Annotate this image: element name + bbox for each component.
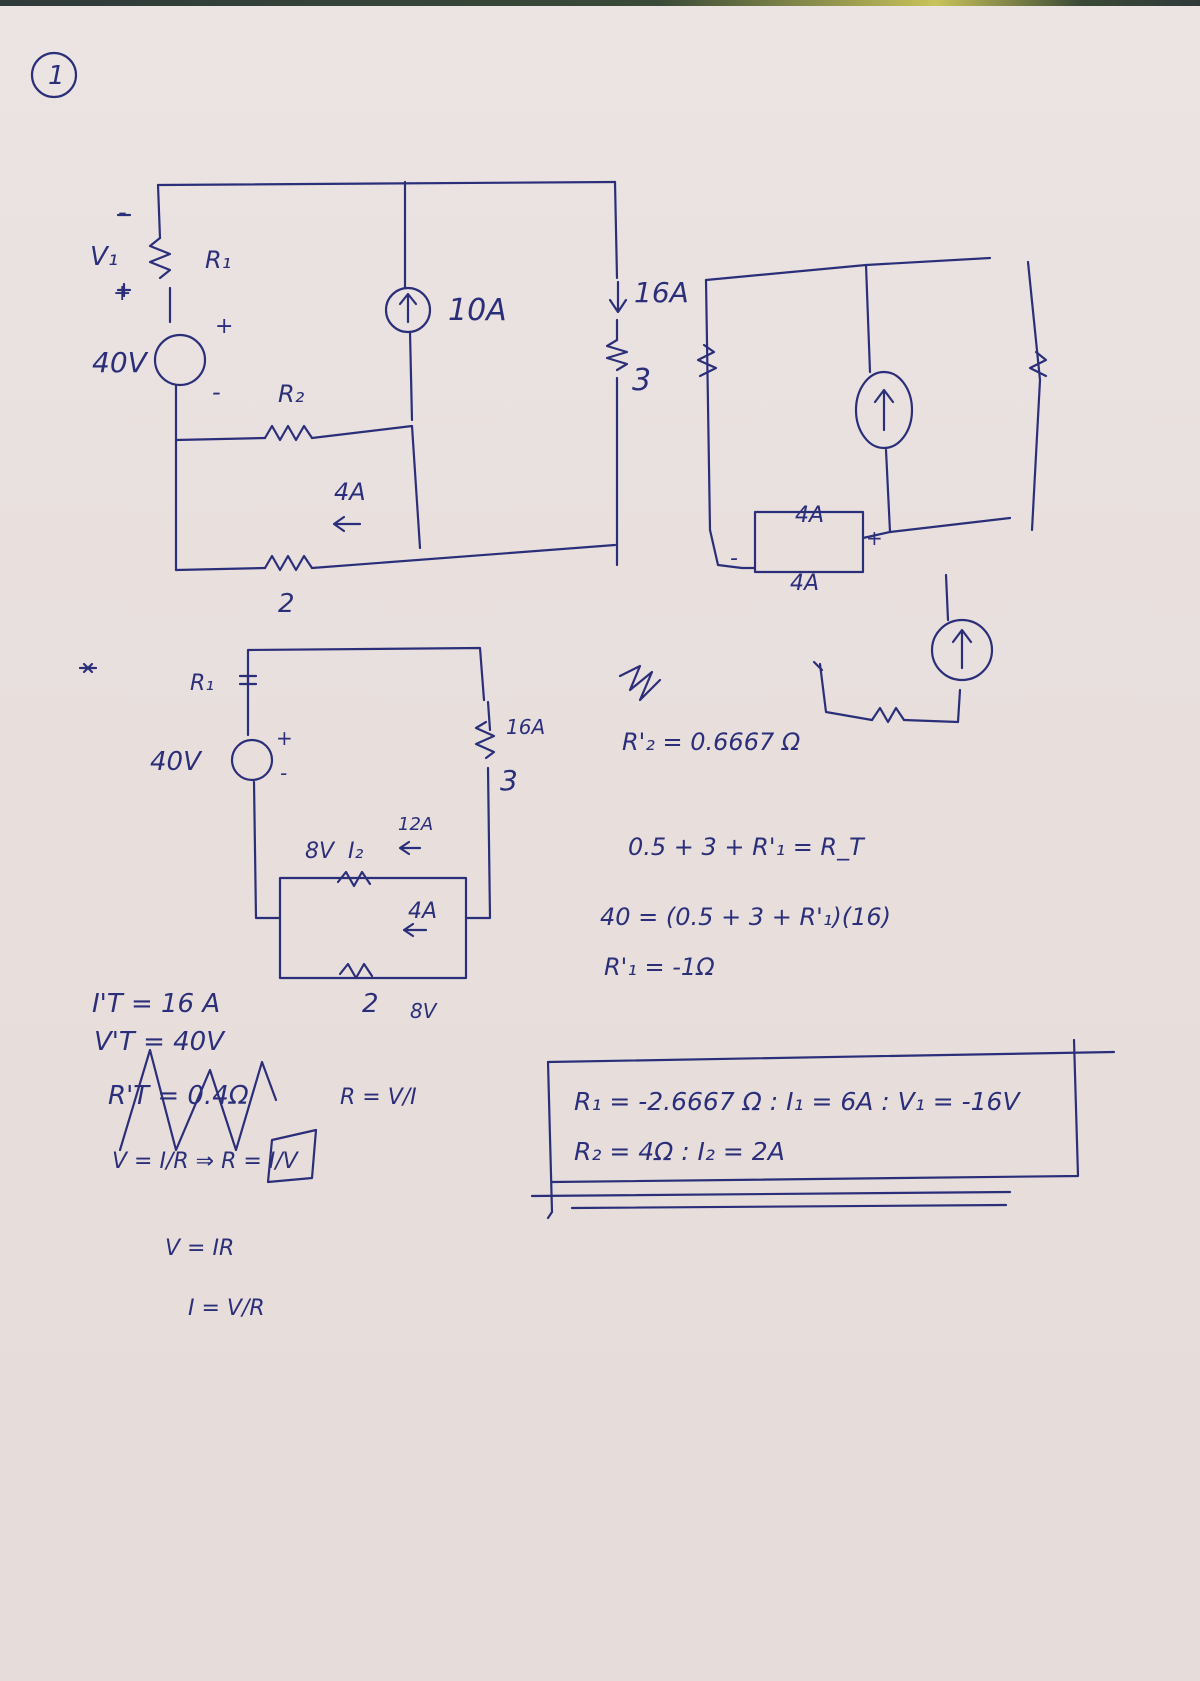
answer-line-2: R₂ = 4Ω : I₂ = 2A (574, 1137, 785, 1166)
minus-sign-top: - (118, 198, 127, 226)
calc-left-line-1: I'T = 16 A (92, 989, 220, 1019)
calc-left-line-5: R = V/I (340, 1085, 417, 1110)
source-40v-label: 40V (92, 346, 149, 379)
source-minus-sign: - (212, 378, 221, 406)
plus-sign-lower: + (113, 281, 131, 306)
calc-left-line-7: I = V/R (188, 1296, 265, 1321)
right-current-source-symbol (854, 370, 914, 450)
r1-resistor-symbol (148, 236, 172, 280)
calc-left-line-2: V'T = 40V (94, 1027, 226, 1057)
res-2-resistor-symbol (263, 554, 314, 572)
page-number-text: 1 (48, 61, 65, 91)
right-minus-sign: - (730, 546, 738, 571)
middle-minus-sign: - (280, 761, 287, 785)
voltage-source-symbol (153, 333, 207, 387)
v1-label: V₁ (90, 242, 118, 272)
scribble-cross-out (118, 1048, 278, 1152)
right-plus-sign: + (866, 526, 883, 550)
top-edge-strip (0, 0, 1200, 6)
lower-right-source-symbol (930, 618, 994, 682)
middle-voltage-source-symbol (230, 738, 274, 782)
middle-res-2-label: 2 (362, 989, 379, 1019)
middle-res-3-label: 3 (500, 764, 518, 797)
middle-i2-label: I₂ (348, 839, 363, 864)
middle-current-4a-label: 4A (408, 899, 437, 924)
res-2-label: 2 (278, 589, 295, 619)
middle-8v-right-label: 8V (410, 999, 438, 1023)
source-plus-sign: + (215, 314, 233, 339)
calc-r2-prime: R'₂ = 0.6667 Ω (622, 728, 801, 756)
calc-sum-line: 0.5 + 3 + R'₁ = R_T (628, 833, 866, 861)
calc-r1-prime: R'₁ = -1Ω (604, 953, 715, 981)
right-box-top-label: 4A (795, 503, 824, 528)
answer-line-1: R₁ = -2.6667 Ω : I₁ = 6A : V₁ = -16V (574, 1087, 1021, 1116)
calc-left-line-6: V = IR (165, 1236, 234, 1261)
res-3-label: 3 (632, 363, 651, 398)
middle-8v-left-label: 8V (305, 839, 336, 864)
middle-source-label: 40V (150, 747, 203, 777)
current-16a-label: 16A (634, 276, 689, 309)
middle-circuit-diagram (78, 646, 496, 980)
current-4a-label: 4A (334, 478, 366, 506)
scribble-box-r (266, 1128, 318, 1184)
calc-left-line-3: R'T = 0.4Ω (108, 1081, 249, 1111)
right-circuit-sketch (696, 256, 1048, 724)
main-circuit-diagram (116, 180, 629, 572)
current-source-10a-symbol (384, 286, 432, 334)
calc-equation-line: 40 = (0.5 + 3 + R'₁)(16) (600, 903, 891, 931)
middle-plus-sign: + (276, 726, 293, 750)
r2-label: R₂ (278, 380, 305, 408)
middle-current-16a-label: 16A (506, 715, 545, 739)
r2-resistor-symbol (263, 424, 314, 442)
r1-label: R₁ (205, 246, 231, 274)
current-10a-label: 10A (448, 293, 507, 328)
page-number: 1 (30, 51, 78, 99)
res-3-resistor-symbol (605, 338, 629, 372)
middle-r1-label: R₁ (190, 671, 214, 696)
middle-current-12a-label: 12A (398, 814, 433, 835)
scribble-mark (618, 664, 662, 702)
right-box-bottom-label: 4A (790, 571, 819, 596)
answer-box (530, 1038, 1116, 1220)
